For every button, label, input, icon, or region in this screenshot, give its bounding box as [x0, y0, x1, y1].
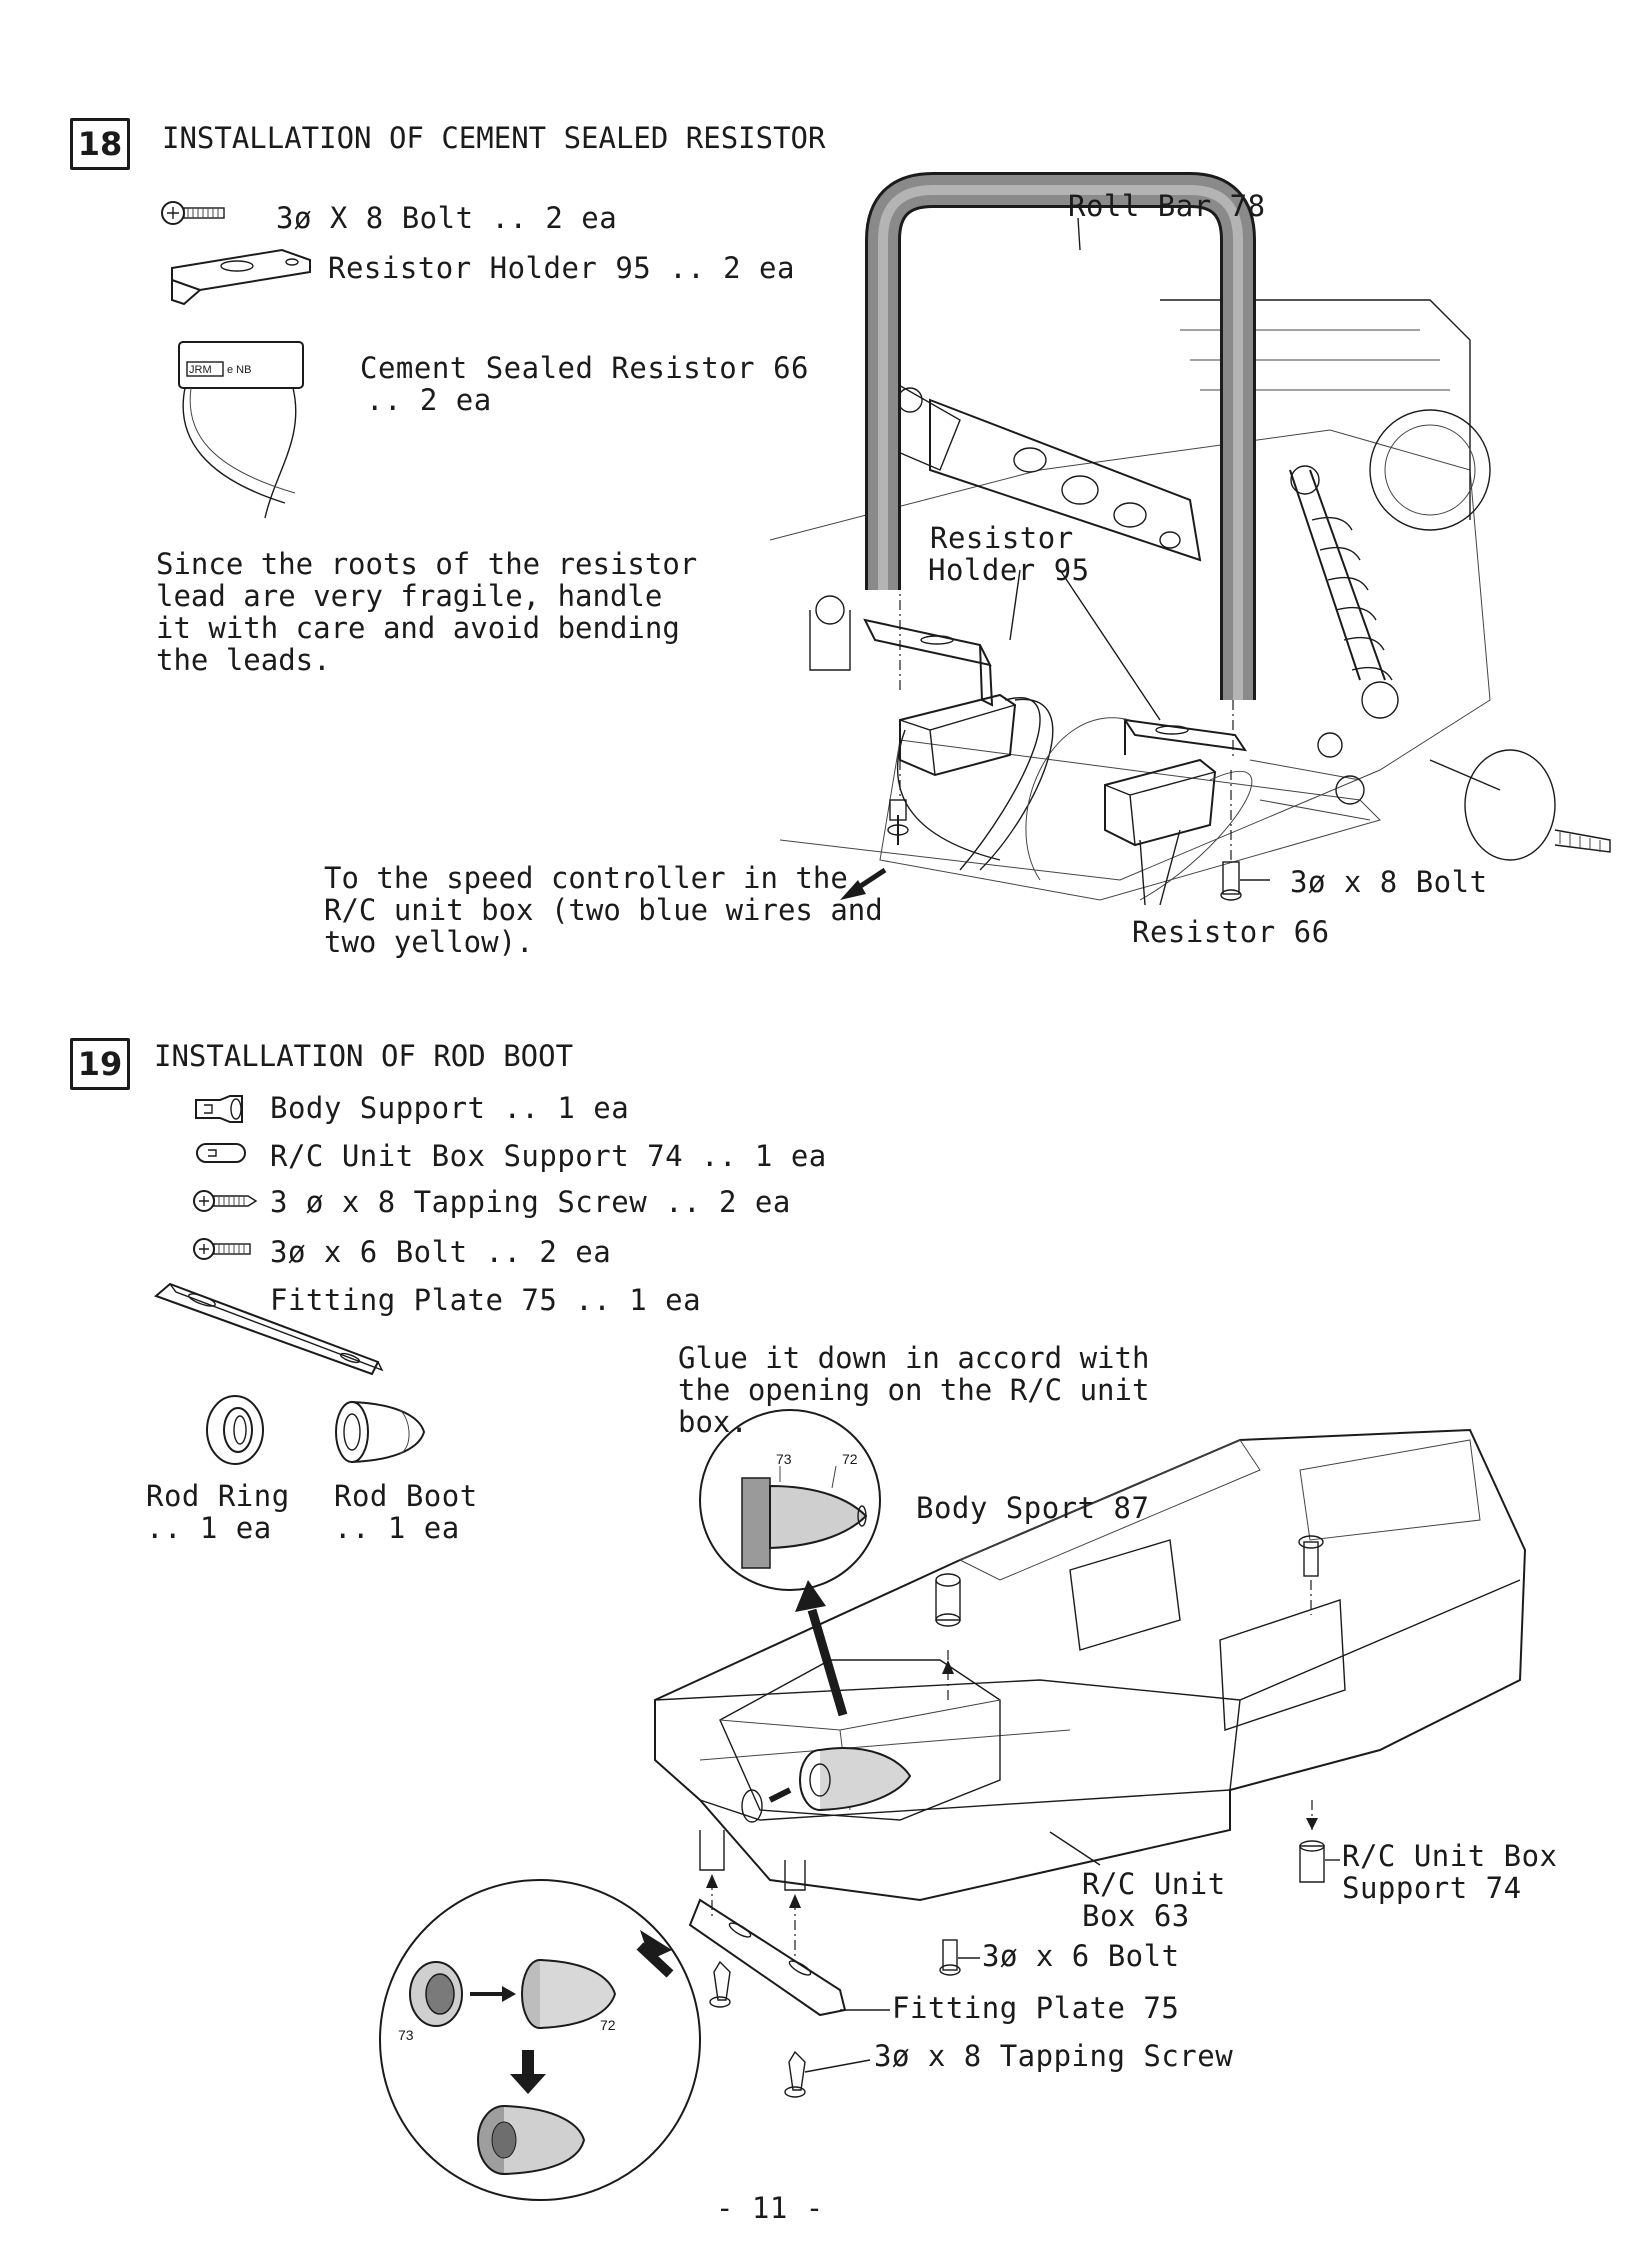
note-line-4: the leads.: [156, 643, 331, 677]
chassis-drawing-18: [769, 172, 1611, 906]
inset-lower-73: 73: [398, 2027, 414, 2043]
rod-boot-icon: [335, 1401, 426, 1463]
part-19-4: 3ø x 6 Bolt .. 2 ea: [270, 1235, 612, 1269]
part-19-3: 3 ø x 8 Tapping Screw .. 2 ea: [270, 1185, 791, 1219]
callout-holder-2: Holder 95: [928, 553, 1090, 587]
body-support-icon: [195, 1095, 243, 1123]
part-18-1: 3ø X 8 Bolt .. 2 ea: [276, 201, 618, 235]
resistor-holder-icon: [171, 248, 311, 306]
tapping-screw-icon: [193, 1190, 258, 1212]
callout-body-sport: Body Sport 87: [916, 1491, 1150, 1525]
part-19-2: R/C Unit Box Support 74 .. 1 ea: [270, 1139, 827, 1173]
step-19-number: 19: [70, 1038, 130, 1090]
callout-box-support-2: Support 74: [1342, 1871, 1522, 1905]
callout-resistor: Resistor 66: [1132, 915, 1330, 949]
cement-resistor-icon: JRM e NB: [178, 341, 304, 519]
fitting-plate-icon: [154, 1282, 384, 1376]
callout-box-support-1: R/C Unit Box: [1342, 1839, 1558, 1873]
rod-boot-label: Rod Boot: [334, 1479, 478, 1513]
step-19-title: INSTALLATION OF ROD BOOT: [154, 1039, 574, 1073]
step-18-title: INSTALLATION OF CEMENT SEALED RESISTOR: [162, 121, 826, 155]
note-line-2: lead are very fragile, handle: [156, 579, 663, 613]
resistor-marking: JRM: [189, 364, 212, 376]
inset-number-72: 72: [842, 1451, 858, 1467]
callout-roll-bar: Roll Bar 78: [1068, 189, 1266, 223]
callout-tapping-screw: 3ø x 8 Tapping Screw: [874, 2039, 1234, 2073]
callout-fitting-plate: Fitting Plate 75: [892, 1991, 1180, 2025]
step-18-number: 18: [70, 118, 130, 170]
glue-line-1: Glue it down in accord with: [678, 1341, 1150, 1375]
wires-line-1: To the speed controller in the: [324, 861, 848, 895]
part-19-5: Fitting Plate 75 .. 1 ea: [270, 1283, 702, 1317]
rod-ring-icon: [206, 1395, 264, 1465]
glue-line-2: the opening on the R/C unit: [678, 1373, 1150, 1407]
wires-line-3: two yellow).: [324, 925, 534, 959]
svg-text:e NB: e NB: [227, 364, 251, 376]
bolt-small-icon: [193, 1238, 251, 1260]
part-18-2: Resistor Holder 95 .. 2 ea: [328, 251, 795, 285]
bolt-icon: [161, 201, 225, 225]
part-19-1: Body Support .. 1 ea: [270, 1091, 630, 1125]
rod-ring-qty: .. 1 ea: [146, 1511, 272, 1545]
rc-box-drawing-19: 73 72: [379, 1409, 1527, 2201]
rod-ring-label: Rod Ring: [146, 1479, 290, 1513]
glue-line-3: box.: [678, 1405, 748, 1439]
callout-bolt-19: 3ø x 6 Bolt: [982, 1939, 1180, 1973]
note-line-3: it with care and avoid bending: [156, 611, 680, 645]
wires-line-2: R/C unit box (two blue wires and: [324, 893, 883, 927]
rc-unit-box-support-icon: [196, 1143, 246, 1163]
inset-lower-72: 72: [600, 2017, 616, 2033]
note-line-1: Since the roots of the resistor: [156, 547, 698, 581]
callout-bolt-18: 3ø x 8 Bolt: [1290, 865, 1488, 899]
inset-number-73: 73: [776, 1451, 792, 1467]
callout-unit-box-1: R/C Unit: [1082, 1867, 1226, 1901]
callout-holder-1: Resistor: [930, 521, 1074, 555]
page-number: - 11 -: [716, 2191, 824, 2225]
callout-unit-box-2: Box 63: [1082, 1899, 1190, 1933]
rod-boot-qty: .. 1 ea: [334, 1511, 460, 1545]
part-18-3-qty: .. 2 ea: [366, 383, 492, 417]
part-18-3: Cement Sealed Resistor 66: [360, 351, 809, 385]
